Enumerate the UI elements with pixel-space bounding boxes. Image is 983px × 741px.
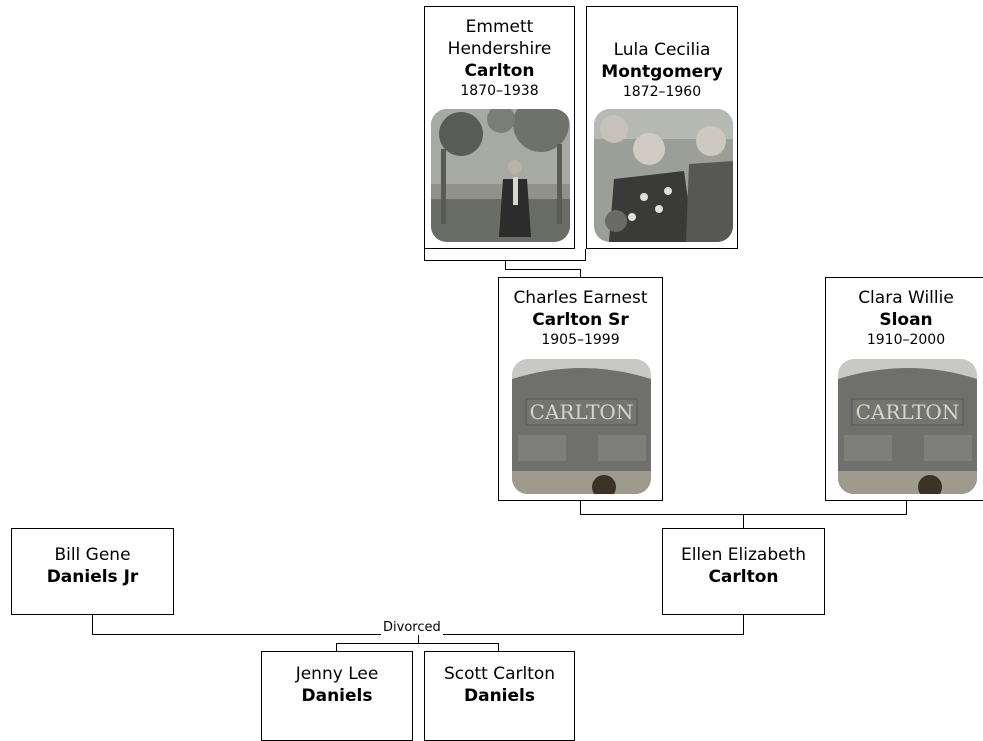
person-given-name: Lula Cecilia [613, 40, 711, 60]
person-years: 1910–2000 [866, 332, 946, 348]
person-given-name: Jenny Lee [295, 664, 379, 684]
person-given-name: Bill Gene [54, 545, 131, 565]
person-card-scott-daniels[interactable]: Scott Carlton Daniels [424, 651, 575, 741]
carlton-headstone-photo: CARLTON [838, 359, 977, 494]
person-surname: Montgomery [601, 62, 723, 82]
person-given-name: Emmett Hendershire [447, 17, 552, 59]
person-card-bill-daniels[interactable]: Bill Gene Daniels Jr [11, 528, 174, 615]
headstone-inscription: CARLTON [856, 400, 960, 424]
carlton-headstone-photo: CARLTON [512, 359, 651, 494]
person-years: 1872–1960 [622, 84, 702, 100]
person-given-name: Charles Earnest [513, 288, 648, 308]
person-given-name: Ellen Elizabeth [680, 545, 807, 565]
person-card-ellen-carlton[interactable]: Ellen Elizabeth Carlton [662, 528, 825, 615]
person-surname: Daniels Jr [46, 567, 139, 587]
person-surname: Carlton Sr [532, 310, 629, 330]
person-card-charles-carlton[interactable]: Charles Earnest Carlton Sr 1905–1999 CAR… [498, 277, 663, 501]
divorced-label: Divorced [381, 620, 443, 635]
person-card-jenny-daniels[interactable]: Jenny Lee Daniels [261, 651, 413, 741]
person-surname: Carlton [708, 567, 779, 587]
person-years: 1870–1938 [460, 83, 539, 99]
person-card-lula-montgomery[interactable]: Lula Cecilia Montgomery 1872–1960 [586, 6, 738, 249]
person-surname: Daniels [301, 686, 373, 706]
person-given-name: Clara Willie [858, 288, 954, 308]
person-surname: Daniels [464, 686, 535, 706]
person-surname: Carlton [464, 61, 535, 81]
person-given-name: Scott Carlton [443, 664, 556, 684]
man-in-suit-photo [431, 109, 570, 242]
person-card-emmett-carlton[interactable]: Emmett Hendershire Carlton 1870–1938 [424, 6, 575, 249]
group-of-women-photo [594, 109, 733, 242]
person-card-clara-sloan[interactable]: Clara Willie Sloan 1910–2000 CARLTON [825, 277, 983, 501]
headstone-inscription: CARLTON [530, 400, 634, 424]
person-years: 1905–1999 [541, 332, 620, 348]
person-surname: Sloan [879, 310, 933, 330]
